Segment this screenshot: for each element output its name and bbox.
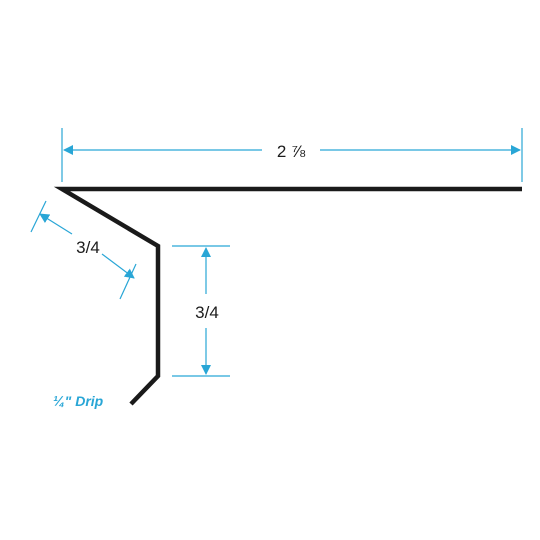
drip-callout: ¼" Drip bbox=[53, 393, 104, 409]
trim-profile bbox=[53, 186, 522, 406]
slope-extension-top bbox=[30, 200, 47, 233]
slope-label: 3/4 bbox=[76, 238, 100, 257]
slope-dimension: 3/4 bbox=[30, 200, 137, 300]
slope-arrow-top bbox=[39, 213, 73, 235]
top-width-label: 2 ⅞ bbox=[277, 142, 306, 161]
top-width-dimension: 2 ⅞ bbox=[61, 128, 523, 182]
vertical-dimension: 3/4 bbox=[172, 245, 230, 377]
vertical-label: 3/4 bbox=[195, 303, 219, 322]
slope-arrow-bottom bbox=[101, 253, 135, 279]
